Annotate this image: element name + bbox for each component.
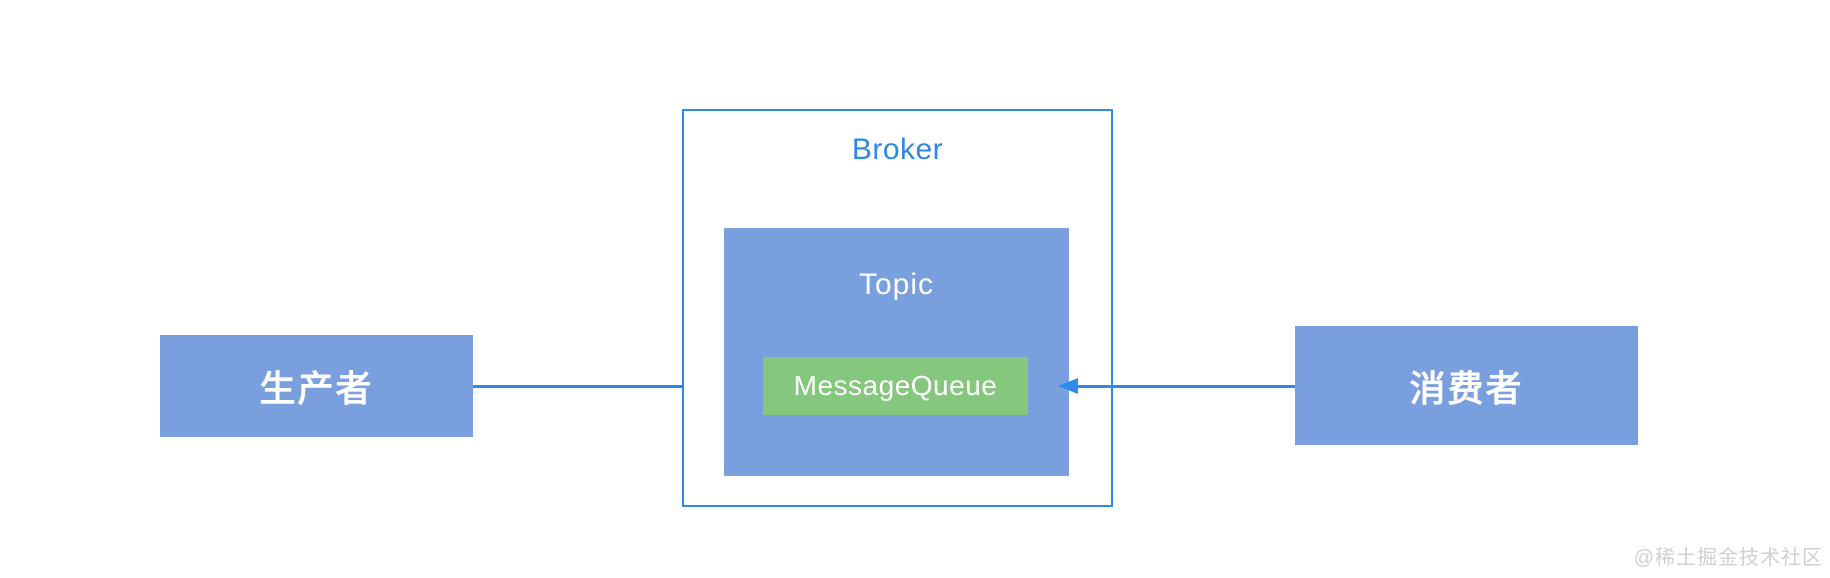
producer-to-broker-arrow-line [473, 385, 709, 388]
watermark-text: @稀土掘金技术社区 [1633, 547, 1823, 569]
message-queue-label: MessageQueue [793, 370, 998, 401]
producer-box: 生产者 [160, 335, 473, 437]
broker-container: Broker Topic MessageQueue [682, 109, 1113, 507]
consumer-box: 消费者 [1295, 326, 1638, 445]
consumer-to-broker-arrow-line [1076, 385, 1295, 388]
producer-label: 生产者 [259, 368, 374, 409]
message-queue-box: MessageQueue [763, 357, 1028, 415]
consumer-to-broker-arrowhead-icon [1058, 378, 1078, 394]
consumer-label: 消费者 [1409, 367, 1524, 409]
broker-label: Broker [851, 133, 944, 166]
topic-box: Topic MessageQueue [724, 228, 1069, 476]
topic-label: Topic [858, 268, 935, 301]
